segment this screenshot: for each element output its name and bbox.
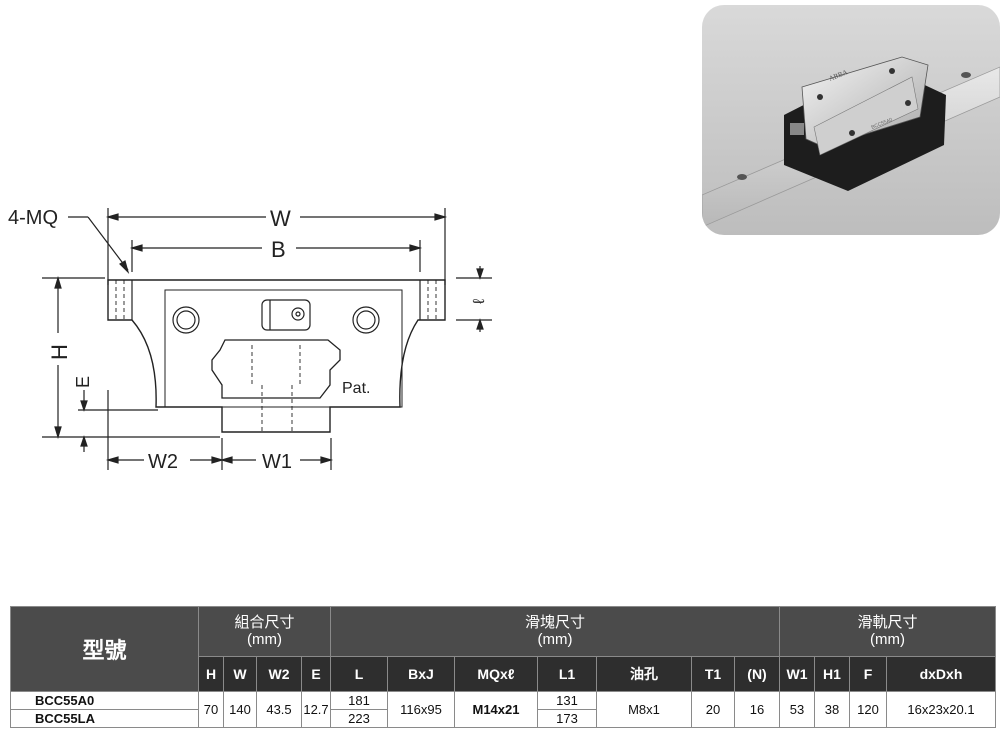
label-e: E xyxy=(73,376,93,388)
col-mq: MQxℓ xyxy=(454,655,538,693)
col-w1: W1 xyxy=(779,655,815,693)
label-pat: Pat. xyxy=(342,380,370,397)
col-w: W xyxy=(223,655,257,693)
col-dxdxh: dxDxh xyxy=(886,655,996,693)
cell-dxdxh: 16x23x20.1 xyxy=(886,691,996,728)
label-h: H xyxy=(47,344,72,360)
header-block: 滑塊尺寸(mm) xyxy=(330,606,780,657)
cell-f: 120 xyxy=(849,691,887,728)
cell-e: 12.7 xyxy=(301,691,331,728)
cell-l: 223 xyxy=(330,709,388,728)
block-cross-section-drawing: 4-MQ W B H E ℓ W2 W1 Pat. xyxy=(8,206,492,473)
header-rail: 滑軌尺寸(mm) xyxy=(779,606,996,657)
table-row: BCC55LA 223 173 xyxy=(10,709,996,728)
model-cell: BCC55A0 xyxy=(10,691,199,710)
label-w: W xyxy=(270,206,291,231)
cell-l: 181 xyxy=(330,691,388,710)
header-assembly: 組合尺寸(mm) xyxy=(198,606,331,657)
col-l1: L1 xyxy=(537,655,597,693)
cell-oil: M8x1 xyxy=(596,691,692,728)
cell-w2: 43.5 xyxy=(256,691,302,728)
label-w1: W1 xyxy=(262,451,292,473)
label-4-mq: 4-MQ xyxy=(8,207,58,229)
model-cell: BCC55LA xyxy=(10,709,199,728)
product-photo: ABBA BCC55A0 xyxy=(702,5,1000,235)
cell-bxj: 116x95 xyxy=(387,691,455,728)
col-oil: 油孔 xyxy=(596,655,692,693)
table-row: BCC55A0 70 140 43.5 12.7 181 116x95 M14x… xyxy=(10,691,996,728)
header-model: 型號 xyxy=(10,606,199,692)
col-n: (N) xyxy=(734,655,780,693)
cell-h1: 38 xyxy=(814,691,850,728)
col-e: E xyxy=(301,655,331,693)
cell-t1: 20 xyxy=(691,691,735,728)
cell-mq: M14x21 xyxy=(454,691,538,728)
cell-w: 140 xyxy=(223,691,257,728)
col-w2: W2 xyxy=(256,655,302,693)
cell-w1: 53 xyxy=(779,691,815,728)
col-l: L xyxy=(330,655,388,693)
cell-n: 16 xyxy=(734,691,780,728)
col-h1: H1 xyxy=(814,655,850,693)
col-f: F xyxy=(849,655,887,693)
col-h: H xyxy=(198,655,224,693)
col-t1: T1 xyxy=(691,655,735,693)
cell-l1: 173 xyxy=(537,709,597,728)
label-w2: W2 xyxy=(148,451,178,473)
label-l: ℓ xyxy=(471,299,488,304)
cell-h: 70 xyxy=(198,691,224,728)
cell-l1: 131 xyxy=(537,691,597,710)
label-b: B xyxy=(271,237,286,262)
col-bxj: BxJ xyxy=(387,655,455,693)
spec-table: 型號 組合尺寸(mm) 滑塊尺寸(mm) 滑軌尺寸(mm) H W W2 E L… xyxy=(10,606,996,728)
